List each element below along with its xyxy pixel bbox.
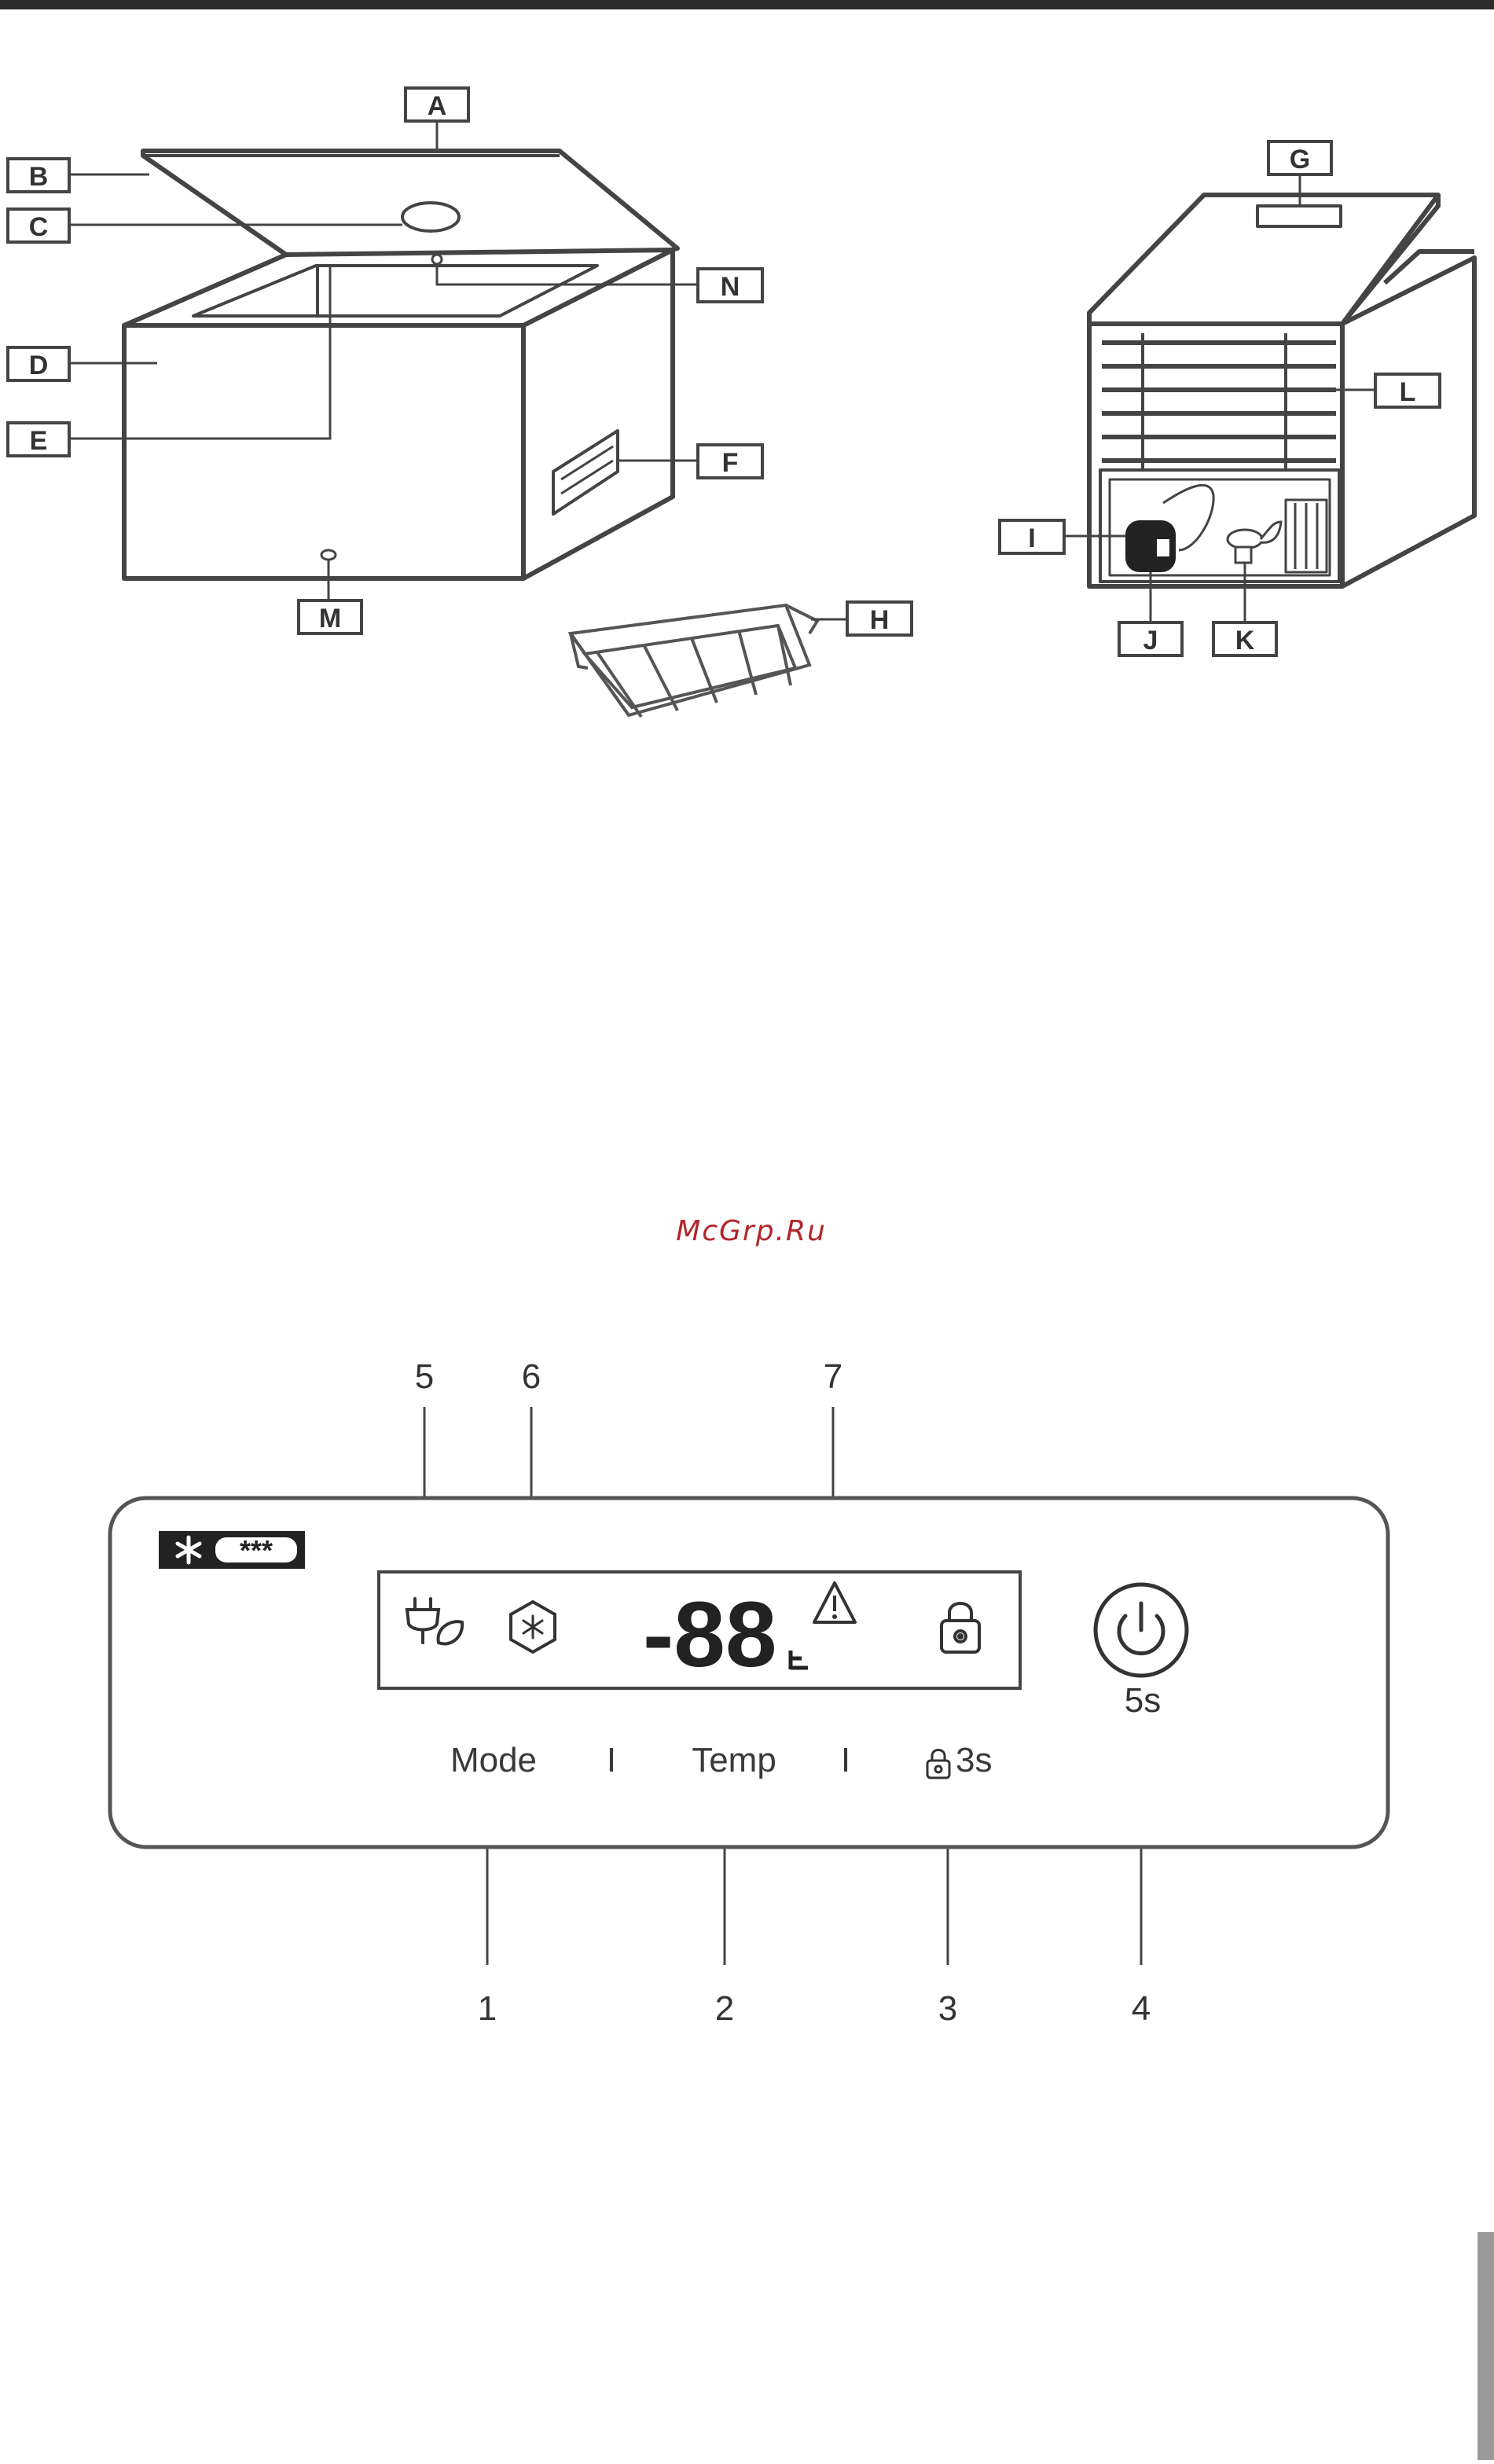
page-edge-tab xyxy=(1477,2232,1494,2460)
part-label-a: A xyxy=(428,91,447,121)
callout-6: 6 xyxy=(522,1357,541,1396)
part-label-i: I xyxy=(1028,523,1035,553)
part-label-l: L xyxy=(1400,377,1416,407)
watermark: McGrp.Ru xyxy=(676,1215,827,1247)
part-label-e: E xyxy=(30,426,48,456)
separator-1: I xyxy=(607,1741,616,1779)
callout-5: 5 xyxy=(415,1357,434,1396)
callout-3: 3 xyxy=(938,1989,957,2028)
star-rating-text: *** xyxy=(240,1534,273,1566)
part-label-n: N xyxy=(721,272,740,302)
display-digits: -88 xyxy=(643,1583,777,1687)
part-label-m: M xyxy=(319,604,341,633)
panel-bottom-callouts: 1 2 3 4 xyxy=(478,1989,1151,2028)
part-label-k: K xyxy=(1235,626,1255,655)
part-label-c: C xyxy=(29,212,49,242)
part-label-d: D xyxy=(29,351,49,380)
mode-button[interactable]: Mode xyxy=(450,1741,537,1779)
basket-icon xyxy=(571,605,846,717)
power-button[interactable] xyxy=(1096,1585,1187,1676)
compressor-icon xyxy=(1125,520,1176,572)
part-label-f: F xyxy=(722,448,739,478)
freezer-front-view xyxy=(124,151,677,578)
part-label-b: B xyxy=(29,162,49,192)
callout-2: 2 xyxy=(715,1989,734,2028)
star-rating-badge: *** xyxy=(159,1531,305,1569)
temp-button[interactable]: Temp xyxy=(692,1741,776,1779)
callout-7: 7 xyxy=(824,1357,842,1396)
part-label-g: G xyxy=(1290,145,1310,174)
separator-2: I xyxy=(841,1741,850,1779)
power-hold-label: 5s xyxy=(1125,1681,1161,1720)
callout-1: 1 xyxy=(478,1989,497,2028)
panel-top-callouts: 5 6 7 xyxy=(415,1357,842,1396)
callout-4: 4 xyxy=(1132,1989,1151,2028)
part-label-h: H xyxy=(870,605,890,635)
lock-hold-label: 3s xyxy=(956,1741,992,1779)
header-rule xyxy=(0,0,1494,9)
part-label-j: J xyxy=(1143,626,1158,655)
